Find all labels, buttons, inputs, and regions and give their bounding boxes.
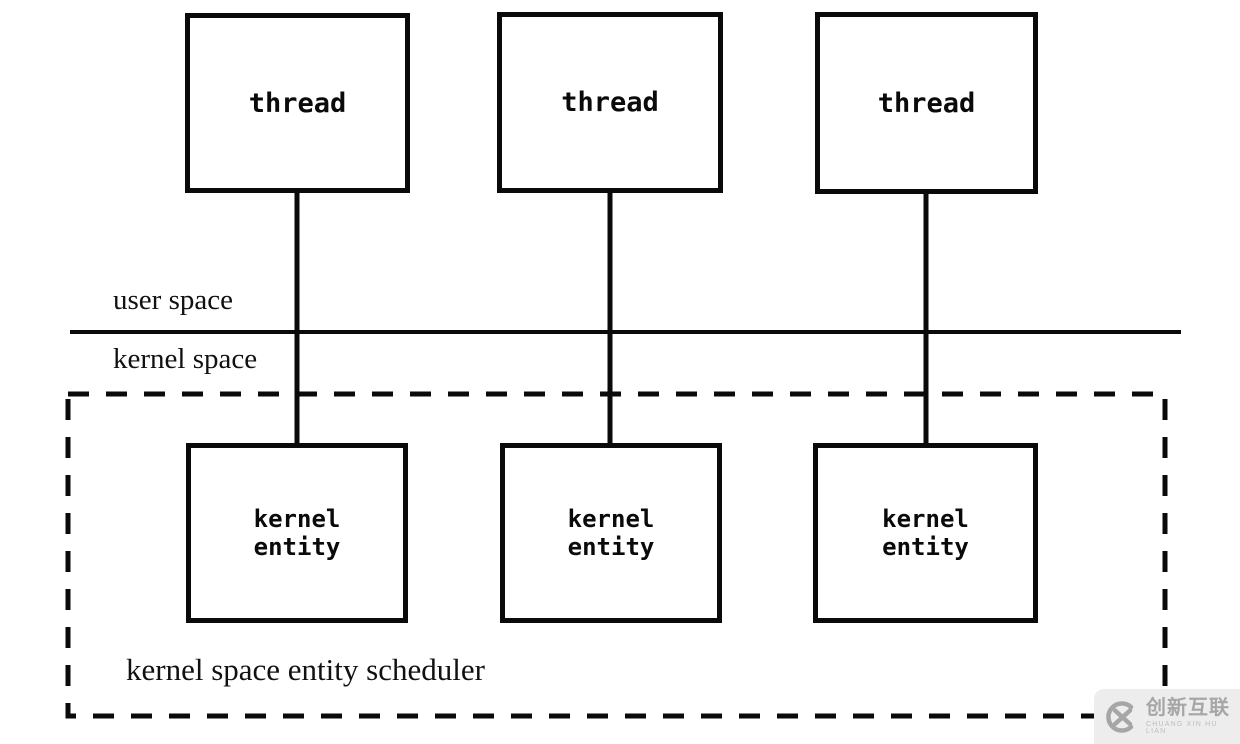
thread-box-label: thread bbox=[248, 87, 347, 119]
thread-box-label: thread bbox=[561, 87, 659, 118]
circle-x-logo-icon bbox=[1106, 700, 1134, 733]
watermark-badge: 创新互联 CHUANG XIN HU LIAN bbox=[1094, 689, 1240, 744]
kernel-entity-box-label: kernel entity bbox=[882, 505, 969, 561]
thread-box-2: thread bbox=[497, 12, 723, 193]
scheduler-label: kernel space entity scheduler bbox=[126, 652, 485, 687]
watermark-subtitle: CHUANG XIN HU LIAN bbox=[1146, 721, 1218, 735]
kernel-entity-box-2: kernel entity bbox=[500, 443, 722, 623]
watermark-name: 创新互联 bbox=[1146, 697, 1230, 719]
user-space-label: user space bbox=[113, 284, 233, 316]
thread-box-label: thread bbox=[877, 87, 976, 119]
scheduler-dashed-border bbox=[65, 391, 1168, 719]
kernel-entity-box-label: kernel entity bbox=[253, 505, 341, 561]
thread-box-3: thread bbox=[815, 12, 1038, 194]
kernel-entity-box-1: kernel entity bbox=[186, 443, 408, 623]
thread-box-1: thread bbox=[185, 13, 410, 193]
kernel-entity-box-3: kernel entity bbox=[813, 443, 1038, 623]
kernel-entity-box-label: kernel entity bbox=[567, 505, 655, 561]
kernel-space-label: kernel space bbox=[113, 343, 258, 375]
